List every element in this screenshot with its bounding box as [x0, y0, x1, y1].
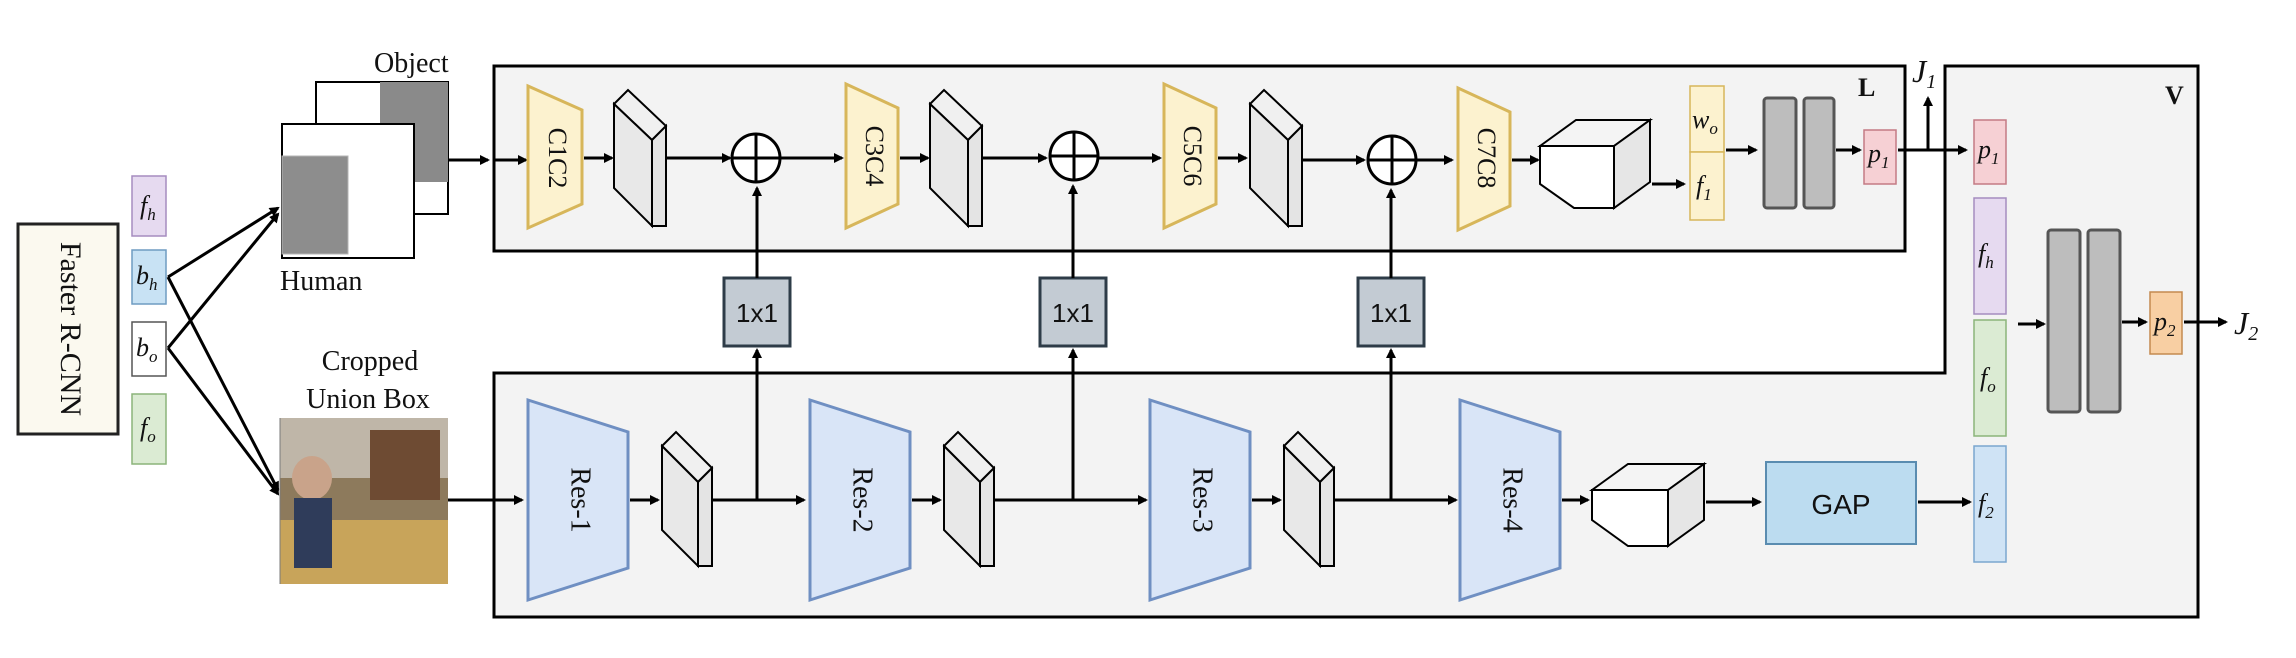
svg-text:bo: bo	[136, 333, 158, 366]
res4-block: Res-4	[1458, 397, 1562, 603]
v-p1: p1	[1973, 119, 2007, 185]
svg-text:C7C8: C7C8	[1472, 128, 1501, 189]
box-arrows	[166, 206, 280, 496]
conv-1x1-1: 1x1	[722, 276, 792, 348]
svg-text:C3C4: C3C4	[860, 126, 889, 187]
svg-text:C1C2: C1C2	[543, 128, 572, 189]
fc-layers-top	[1762, 96, 1836, 210]
feature-cube-bottom	[1588, 462, 1708, 548]
p1-top: p1	[1863, 129, 1897, 185]
human-label: Human	[280, 266, 362, 297]
feature-fo: fo	[131, 393, 167, 465]
v-fo: fo	[1973, 319, 2007, 437]
svg-text:fh: fh	[140, 191, 156, 224]
cropped-label-1: Cropped	[322, 346, 418, 377]
c1c2-block: C1C2	[526, 83, 584, 231]
svg-text:1x1: 1x1	[1052, 298, 1094, 328]
panel-label-v: V	[2165, 81, 2184, 110]
conv-1x1-2: 1x1	[1038, 276, 1108, 348]
svg-text:Res-4: Res-4	[1497, 467, 1528, 532]
human-mask: Human	[280, 123, 415, 297]
svg-text:fh: fh	[1978, 239, 1994, 272]
v-fh: fh	[1973, 197, 2007, 315]
c5c6-block: C5C6	[1162, 81, 1218, 231]
object-label: Object	[374, 48, 449, 79]
c3c4-block: C3C4	[844, 81, 900, 231]
svg-text:p2: p2	[2152, 307, 2176, 340]
conv-1x1-3: 1x1	[1356, 276, 1426, 348]
res3-block: Res-3	[1148, 397, 1252, 603]
res2-block: Res-2	[808, 397, 912, 603]
svg-text:GAP: GAP	[1811, 489, 1870, 520]
svg-text:Res-1: Res-1	[565, 467, 596, 532]
res1-block: Res-1	[526, 397, 630, 603]
faster-rcnn-box: Faster R-CNN	[16, 222, 120, 436]
feature-bh: bh	[131, 249, 167, 305]
gap-block: GAP	[1765, 461, 1917, 545]
svg-text:f2: f2	[1978, 489, 1994, 522]
j2-label: J2	[2234, 305, 2258, 345]
feature-map-1	[612, 88, 668, 229]
add-node-3	[1366, 134, 1418, 186]
panel-label-l: L	[1858, 73, 1875, 102]
svg-text:Res-3: Res-3	[1187, 467, 1218, 532]
feature-map-6	[1282, 430, 1336, 569]
feature-map-4	[660, 430, 714, 569]
svg-text:bh: bh	[136, 261, 158, 294]
feature-map-5	[942, 430, 996, 569]
c7c8-block: C7C8	[1456, 85, 1512, 233]
fc-layers-v	[2046, 228, 2122, 414]
svg-text:f1: f1	[1696, 171, 1712, 204]
svg-text:wo: wo	[1692, 105, 1718, 138]
feature-bo: bo	[131, 321, 167, 377]
wo-f1-box: wo f1	[1689, 85, 1725, 221]
svg-text:Res-2: Res-2	[847, 467, 878, 532]
feature-fh: fh	[131, 175, 167, 237]
feature-cube-top	[1536, 118, 1654, 210]
cropped-label-2: Union Box	[306, 384, 430, 415]
v-p2: p2	[2149, 291, 2183, 355]
svg-text:fo: fo	[1980, 363, 1996, 396]
svg-text:fo: fo	[140, 413, 156, 446]
svg-text:C5C6: C5C6	[1178, 126, 1207, 187]
feature-map-3	[1248, 88, 1304, 229]
faster-rcnn-label: Faster R-CNN	[54, 242, 87, 416]
svg-text:1x1: 1x1	[1370, 298, 1412, 328]
svg-text:p1: p1	[1866, 139, 1890, 172]
cropped-union-box: Cropped Union Box	[279, 346, 448, 584]
v-f2: f2	[1973, 445, 2007, 563]
svg-text:1x1: 1x1	[736, 298, 778, 328]
svg-text:p1: p1	[1976, 135, 2000, 168]
add-node-2	[1048, 130, 1100, 182]
j1-label: J1	[1912, 53, 1936, 93]
feature-map-2	[928, 88, 984, 229]
add-node-1	[730, 132, 782, 184]
